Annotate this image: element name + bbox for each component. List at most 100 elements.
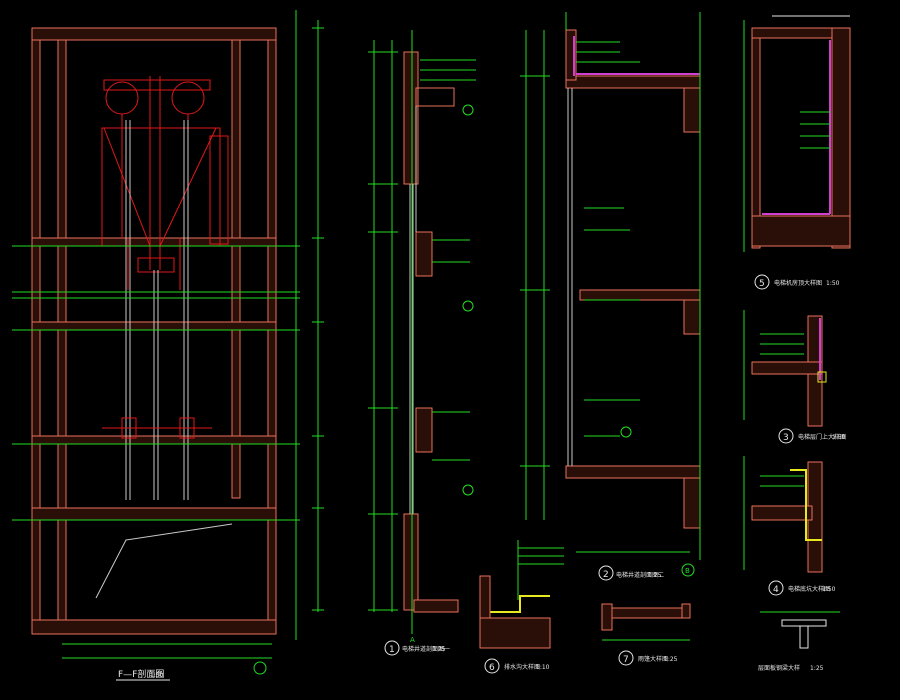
d2-parapet <box>565 29 577 81</box>
d1-leaders <box>420 59 476 461</box>
d6-number: 6 <box>489 663 495 673</box>
drawing-6: 6 排水沟大样图 1:10 <box>479 540 564 674</box>
d2-leaders <box>576 41 640 437</box>
d7-upstand <box>681 603 691 619</box>
d2-low-beam <box>683 477 701 529</box>
d6-title: 排水沟大样图 <box>504 663 540 671</box>
d1-grid-mark: A <box>410 636 415 644</box>
drawing-2: 2 电梯井道剖面图二 1:25 B <box>520 12 701 581</box>
d2-title: 电梯井道剖面图二 <box>616 571 664 579</box>
d1-top-block <box>403 51 419 185</box>
drawing-5: 5 电梯机房顶大样图 1:50 <box>743 15 851 290</box>
d6-leaders <box>517 540 564 600</box>
d3-scale: 1:50 <box>832 434 846 441</box>
d8-title: 层面板钢梁大样 <box>758 664 800 672</box>
d5-left-wall <box>751 37 761 249</box>
drawing-7: 7 雨篷大样图 1:25 <box>601 603 691 666</box>
drawing-8: 层面板钢梁大样 1:25 <box>758 611 840 672</box>
ff-dimension-chain <box>62 10 324 659</box>
ff-wall-mid-right <box>231 27 241 499</box>
d2-dimension-chain <box>520 12 701 560</box>
d7-number: 7 <box>623 655 629 665</box>
ff-floor-slab-1 <box>31 237 277 247</box>
d1-number-bubble <box>384 640 400 656</box>
d3-leaders <box>743 310 804 420</box>
ff-pit-ramp <box>95 523 233 599</box>
d1-number: 1 <box>389 645 395 655</box>
d7-scale: 1:25 <box>664 656 678 663</box>
d4-slab <box>751 505 813 521</box>
drawing-1: 1 电梯井道剖面图一 1:25 A <box>368 30 476 656</box>
d8-scale: 1:25 <box>810 665 824 672</box>
d2-scale: 1:25 <box>648 572 662 579</box>
d1-bottom-block <box>403 513 419 611</box>
ff-level-lines <box>12 245 300 521</box>
ff-hoist-machine <box>101 76 229 290</box>
d5-top-slab <box>751 27 833 39</box>
d4-waterproof <box>790 469 822 541</box>
ff-pit-slab <box>31 507 277 521</box>
d7-number-bubble <box>618 650 634 666</box>
d6-scale: 1:10 <box>536 664 550 671</box>
d4-number-bubble <box>768 580 784 596</box>
d1-dimension-chain <box>368 30 413 634</box>
drawing-4: 4 电梯底坑大样图 1:50 <box>743 456 836 596</box>
d5-scale: 1:50 <box>826 280 840 287</box>
d2-callout-bubble <box>620 426 632 438</box>
d7-title: 雨篷大样图 <box>638 655 668 663</box>
d5-title: 电梯机房顶大样图 <box>774 279 822 287</box>
d8-web <box>799 625 809 649</box>
d1-title: 电梯井道剖面图一 <box>402 645 450 653</box>
d4-title: 电梯底坑大样图 <box>788 585 830 593</box>
ff-scale: 1:50 <box>150 672 164 679</box>
d4-scale: 1:50 <box>822 586 836 593</box>
d7-wall <box>601 603 613 631</box>
d1-scale: 1:25 <box>432 646 446 653</box>
d3-number: 3 <box>783 433 789 443</box>
d3-title: 电梯层门上大样图 <box>798 433 846 441</box>
d3-door-head <box>817 371 827 383</box>
d6-number-bubble <box>484 658 500 674</box>
d2-mid-beam <box>683 299 701 335</box>
d2-shaft-lines <box>567 88 573 466</box>
ff-wall-right <box>267 27 277 635</box>
d5-number: 5 <box>759 279 765 289</box>
d2-mid-slab <box>579 289 701 301</box>
d2-grid-mark: B <box>685 567 690 575</box>
d7-slab <box>611 607 689 619</box>
d2-roof-slab <box>565 75 701 89</box>
ff-top-slab <box>31 27 277 41</box>
d3-number-bubble <box>778 428 794 444</box>
d3-slab <box>751 361 823 375</box>
d5-right-wall <box>831 27 851 249</box>
d5-leaders <box>743 20 830 252</box>
d2-roof-beam <box>683 87 701 133</box>
ff-title: F—F剖面图 <box>118 668 164 680</box>
ff-guide-rails <box>125 120 189 500</box>
d1-block-3 <box>415 407 433 453</box>
drawing-3: 3 电梯层门上大样图 1:50 <box>743 310 846 444</box>
ff-buffers <box>102 417 212 439</box>
ff-wall-left-inner <box>57 27 67 635</box>
d2-number: 2 <box>603 570 609 580</box>
d4-number: 4 <box>773 585 779 595</box>
d1-block-2 <box>415 231 433 277</box>
d1-callout-bubbles <box>462 104 474 496</box>
d1-beam-1 <box>415 87 455 107</box>
d5-number-bubble <box>754 274 770 290</box>
d6-channel-wall <box>479 575 491 619</box>
d2-low-slab <box>565 465 701 479</box>
d6-base <box>479 617 551 649</box>
ff-section: F—F剖面图 1:50 <box>12 10 324 681</box>
ff-wall-left <box>31 27 41 635</box>
d1-footing <box>413 599 459 613</box>
ff-base-slab <box>31 619 277 635</box>
d5-base-slab <box>751 215 851 247</box>
d4-leaders <box>743 456 804 570</box>
d2-grid-bubble <box>681 563 695 577</box>
d2-number-bubble <box>598 565 614 581</box>
d1-glazing-lines <box>409 106 417 514</box>
ff-ref-bubble <box>253 661 267 675</box>
